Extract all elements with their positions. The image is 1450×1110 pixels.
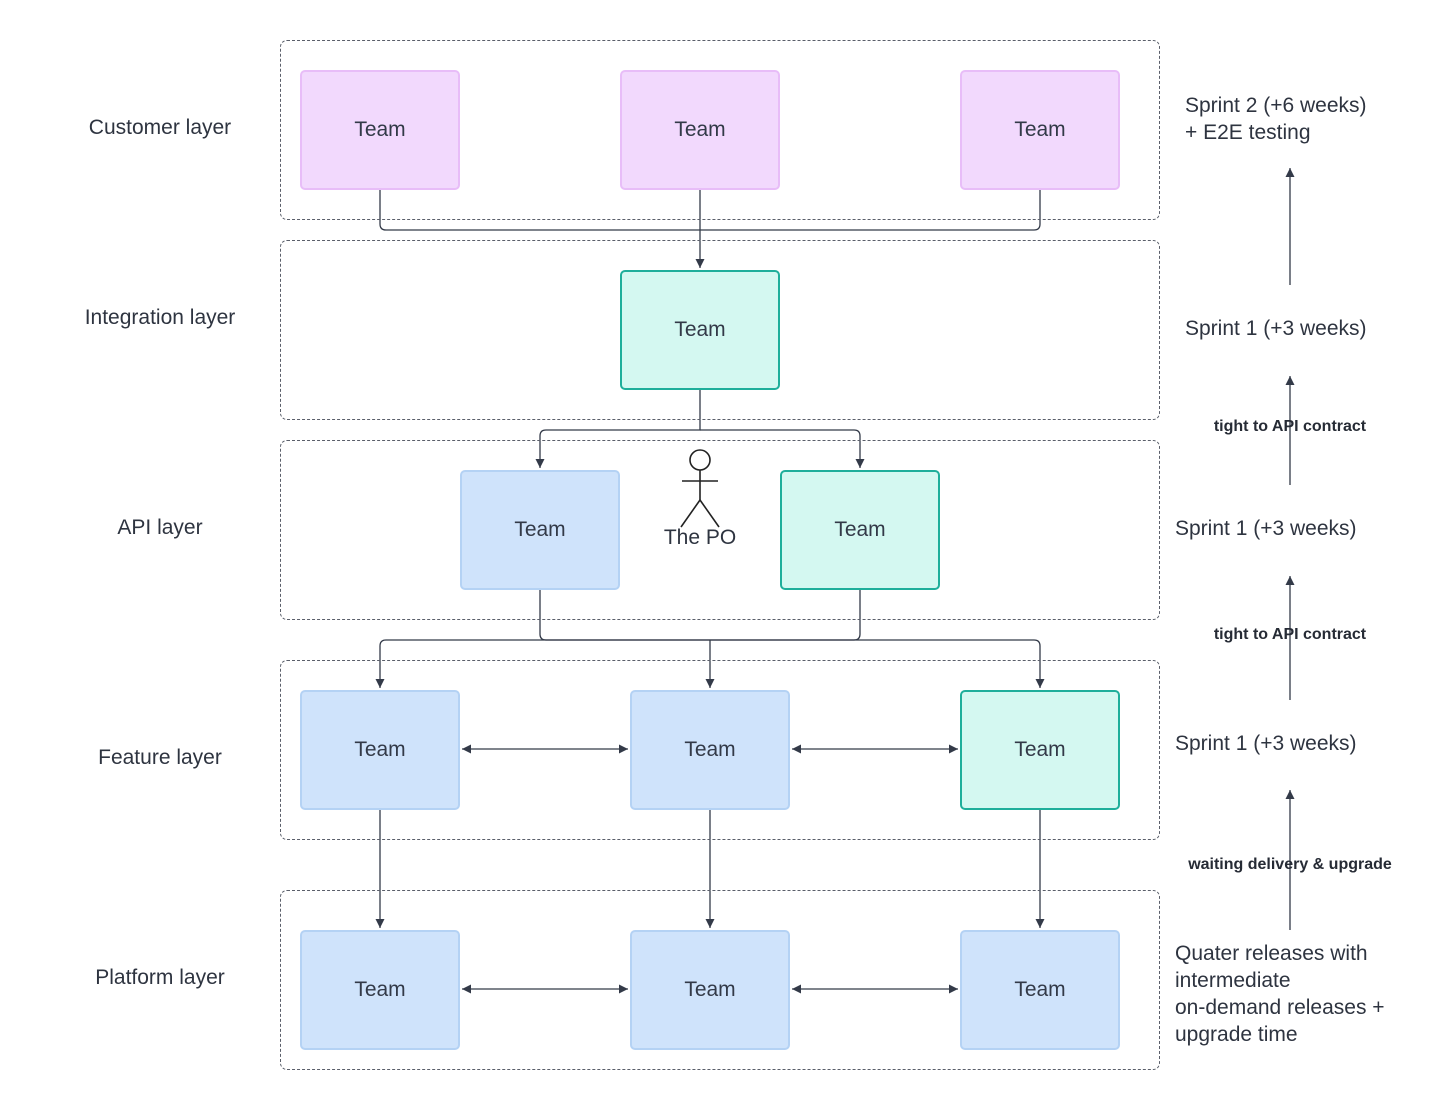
team-customer-1: Team <box>300 70 460 190</box>
layer-frame-customer <box>280 40 1160 220</box>
note-api-contract-2: tight to API contract <box>1213 626 1367 643</box>
product-owner-icon <box>680 449 720 528</box>
connector-to-feature-3 <box>1033 639 1045 688</box>
team-customer-2: Team <box>620 70 780 190</box>
connector-to-feature-1 <box>375 639 387 688</box>
sprint-label-customer: Sprint 2 (+6 weeks) + E2E testing <box>1185 94 1367 144</box>
sprint-label-integration: Sprint 1 (+3 weeks) <box>1185 317 1367 340</box>
layer-label-api: API layer <box>117 516 203 539</box>
team-api-1: Team <box>460 470 620 590</box>
team-platform-2: Team <box>630 930 790 1050</box>
po-label: The PO <box>663 526 737 549</box>
layer-label-platform: Platform layer <box>95 966 225 989</box>
team-integration: Team <box>620 270 780 390</box>
team-feature-1: Team <box>300 690 460 810</box>
sprint-label-feature: Sprint 1 (+3 weeks) <box>1175 732 1357 755</box>
layer-frame-api <box>280 440 1160 620</box>
team-feature-2: Team <box>630 690 790 810</box>
team-customer-3: Team <box>960 70 1120 190</box>
layer-label-feature: Feature layer <box>98 746 222 769</box>
sprint-label-platform: Quater releases with intermediate on-dem… <box>1175 942 1385 1046</box>
layer-frame-platform <box>280 890 1160 1070</box>
connector-customer-1 <box>379 190 700 231</box>
layer-label-integration: Integration layer <box>84 306 236 329</box>
note-api-contract-1: tight to API contract <box>1213 418 1367 435</box>
team-platform-1: Team <box>300 930 460 1050</box>
layer-label-customer: Customer layer <box>88 116 232 139</box>
connector-customer-3 <box>700 190 1041 231</box>
sprint-label-api: Sprint 1 (+3 weeks) <box>1175 517 1357 540</box>
team-api-2: Team <box>780 470 940 590</box>
note-waiting-delivery: waiting delivery & upgrade <box>1188 856 1392 873</box>
layer-frame-integration <box>280 240 1160 420</box>
team-feature-3: Team <box>960 690 1120 810</box>
connector-integration-api-left <box>535 390 701 468</box>
team-platform-3: Team <box>960 930 1120 1050</box>
connector-integration-api-right <box>700 429 865 468</box>
layer-frame-feature <box>280 660 1160 840</box>
